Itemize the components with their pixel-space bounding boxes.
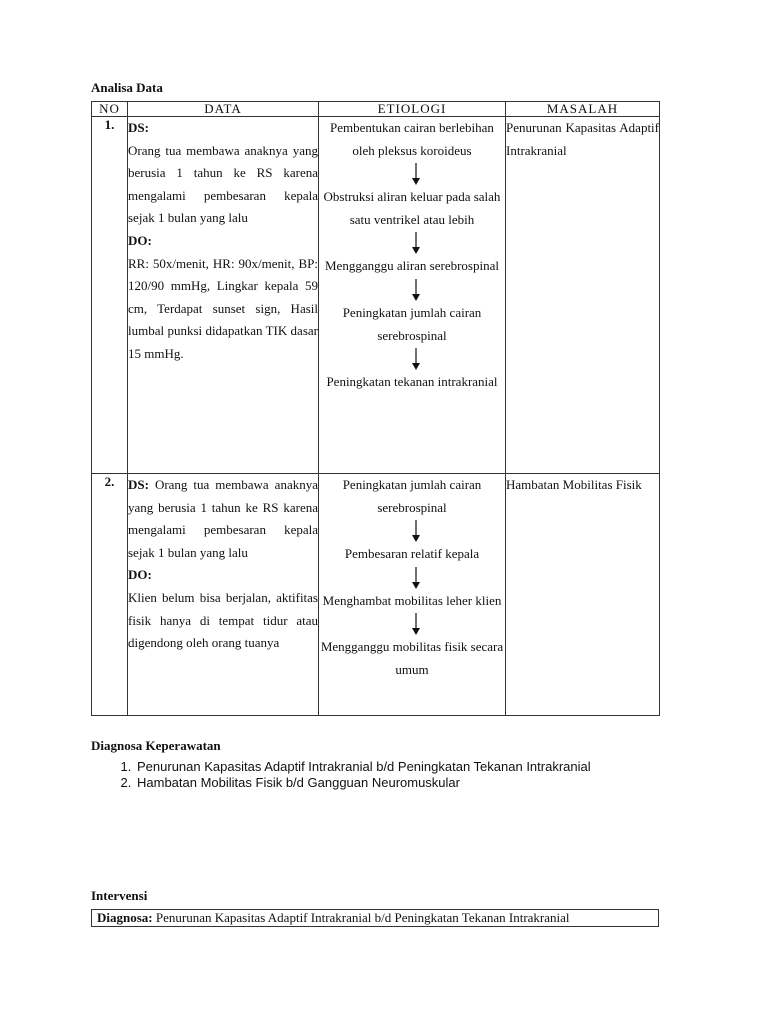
arrow-down-icon — [319, 231, 505, 255]
masalah-cell: Penurunan Kapasitas Adaptif Intrakranial — [505, 116, 660, 474]
etiologi-step: Peningkatan jumlah cairan serebrospinal — [342, 304, 482, 343]
header-no: NO — [91, 101, 128, 117]
data-cell: DS: Orang tua membawa anaknya yang berus… — [127, 116, 319, 474]
arrow-down-icon — [319, 162, 505, 186]
masalah-cell: Hambatan Mobilitas Fisik — [505, 473, 660, 716]
ds-text: Orang tua membawa anaknya yang berusia 1… — [128, 477, 318, 560]
intervensi-diagnosa-box: Diagnosa: Penurunan Kapasitas Adaptif In… — [91, 909, 659, 927]
ds-text: Orang tua membawa anaknya yang berusia 1… — [128, 142, 318, 226]
analisa-table: NO DATA ETIOLOGI MASALAH 1. DS: Orang tu… — [91, 101, 660, 716]
data-cell: DS: Orang tua membawa anaknya yang berus… — [127, 473, 319, 716]
list-item: Hambatan Mobilitas Fisik b/d Gangguan Ne… — [135, 775, 591, 791]
diagnosa-list: Penurunan Kapasitas Adaptif Intrakranial… — [111, 759, 591, 791]
arrow-down-icon — [319, 519, 505, 543]
do-label: DO: — [128, 567, 152, 583]
ds-label: DS: — [128, 477, 149, 492]
table-header-row: NO DATA ETIOLOGI MASALAH — [91, 101, 660, 117]
arrow-down-icon — [319, 566, 505, 590]
ds-label: DS: — [128, 120, 149, 135]
section-title-intervensi: Intervensi — [91, 888, 148, 903]
etiologi-step: Obstruksi aliran keluar pada salah satu … — [323, 189, 501, 227]
row-number: 2. — [91, 473, 128, 716]
arrow-down-icon — [319, 347, 505, 371]
intervensi-label: Diagnosa: — [97, 910, 153, 925]
do-text: Klien belum bisa berjalan, aktifitas fis… — [128, 589, 318, 651]
row-number: 1. — [91, 116, 128, 474]
section-title-diagnosa: Diagnosa Keperawatan — [91, 738, 221, 753]
etiologi-step: Mengganggu aliran serebrospinal — [324, 258, 499, 274]
header-masalah: MASALAH — [505, 101, 660, 117]
header-etiologi: ETIOLOGI — [318, 101, 506, 117]
etiologi-step: Mengganggu mobilitas fisik secara umum — [320, 639, 504, 677]
do-label: DO: — [128, 232, 152, 248]
etiologi-step: Pembentukan cairan berlebihan oleh pleks… — [330, 120, 494, 158]
arrow-down-icon — [319, 278, 505, 302]
etiologi-step: Peningkatan jumlah cairan serebrospinal — [342, 477, 482, 515]
table-row: 2. DS: Orang tua membawa anaknya yang be… — [91, 473, 660, 716]
list-item: Penurunan Kapasitas Adaptif Intrakranial… — [135, 759, 591, 775]
ds-block: DS: Orang tua membawa anaknya yang berus… — [128, 474, 318, 564]
etiologi-cell: Pembentukan cairan berlebihan oleh pleks… — [318, 116, 506, 474]
etiologi-cell: Peningkatan jumlah cairan serebrospinal … — [318, 473, 506, 716]
etiologi-step: Menghambat mobilitas leher klien — [322, 592, 502, 608]
table-row: 1. DS: Orang tua membawa anaknya yang be… — [91, 116, 660, 474]
section-title-analisa: Analisa Data — [91, 80, 163, 95]
etiologi-step: Peningkatan tekanan intrakranial — [326, 374, 498, 390]
intervensi-text: Penurunan Kapasitas Adaptif Intrakranial… — [155, 910, 570, 925]
arrow-down-icon — [319, 612, 505, 636]
do-text: RR: 50x/menit, HR: 90x/menit, BP: 120/90… — [128, 255, 318, 361]
etiologi-step: Pembesaran relatif kepala — [344, 546, 480, 562]
header-data: DATA — [127, 101, 319, 117]
